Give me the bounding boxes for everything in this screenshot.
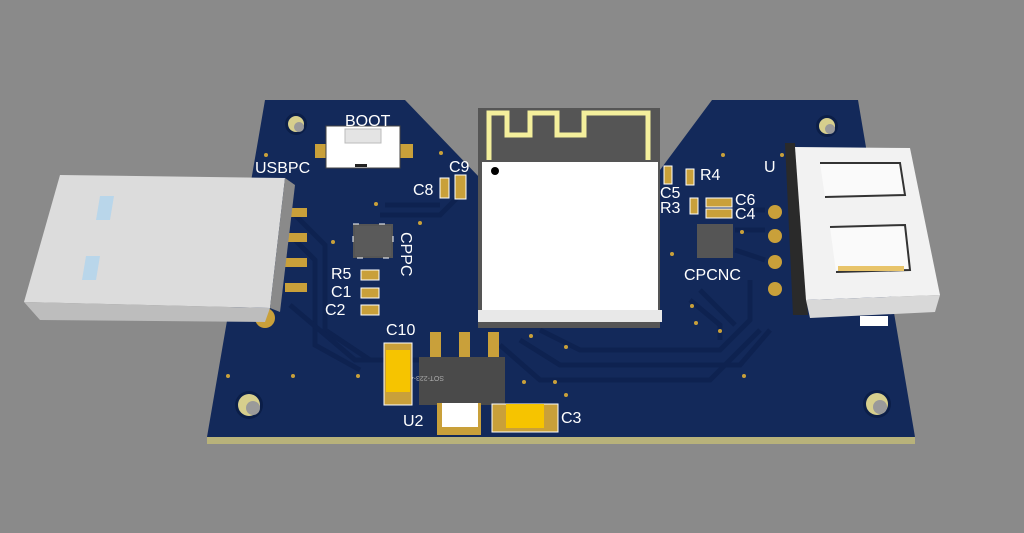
silk-r5: R5 (331, 266, 352, 283)
silk-r4: R4 (700, 167, 721, 184)
silk-c3: C3 (561, 410, 582, 427)
passives (360, 165, 733, 316)
silk-c5: C5 (660, 185, 681, 202)
cap-c10 (383, 342, 413, 406)
silk-cpcnc: CPCNC (684, 267, 741, 284)
silk-c2: C2 (325, 302, 346, 319)
usb-receptacle (768, 143, 940, 326)
silk-c10: C10 (386, 322, 416, 339)
silk-c6: C6 (735, 192, 756, 209)
silk-c1: C1 (331, 284, 352, 301)
silk-c9: C9 (449, 159, 470, 176)
silk-c8: C8 (413, 182, 434, 199)
wifi-module (478, 108, 662, 328)
ic-cppc (352, 223, 394, 259)
silk-usbpc: USBPC (255, 160, 311, 177)
silk-cppc: CPPC (397, 232, 414, 277)
mounting-holes (235, 113, 891, 419)
vias (226, 151, 784, 397)
silk-u2: U2 (403, 413, 424, 430)
traces (288, 193, 772, 383)
board-edge (207, 436, 915, 444)
cap-c3 (491, 403, 559, 433)
svg-text:SOT-223-4P: SOT-223-4P (405, 374, 444, 381)
usb-plug (24, 175, 307, 328)
silk-boot: BOOT (345, 113, 391, 130)
boot-button (315, 125, 413, 169)
ic-cpcnc (697, 224, 733, 258)
silk-c4: C4 (735, 206, 756, 223)
silk-u-receptacle: U (764, 159, 776, 176)
regulator-u2: SOT-223-4P (405, 332, 505, 435)
silk-r3: R3 (660, 200, 681, 217)
